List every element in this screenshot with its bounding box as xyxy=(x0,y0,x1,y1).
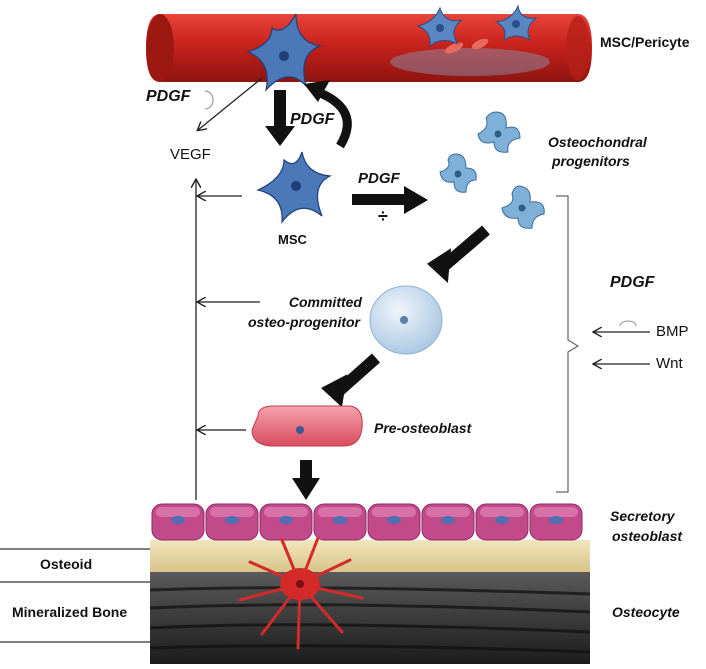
pdgf-top-left-label: PDGF xyxy=(146,88,191,105)
msc-to-progenitors-arrow xyxy=(352,186,428,214)
pdgf-loop-label: PDGF xyxy=(290,111,335,128)
division-sign: ÷ xyxy=(378,206,388,226)
vegf-label: VEGF xyxy=(170,146,211,163)
osteoblast-cell xyxy=(367,503,421,541)
bmp-receptor-mark xyxy=(619,320,637,327)
pdgf-to-vegf-arrow xyxy=(198,77,263,130)
osteochondral-label: Osteochondral xyxy=(548,134,647,150)
osteoblast-cell xyxy=(475,503,529,541)
osteocyte-cell xyxy=(238,536,364,650)
msc-label: MSC xyxy=(278,232,307,247)
mineralized-bone-label: Mineralized Bone xyxy=(12,604,128,620)
secretory-label: Secretory xyxy=(610,508,675,524)
osteo-progenitor-label: osteo-progenitor xyxy=(248,314,360,330)
osteoblast-cell xyxy=(259,503,313,541)
pdgf-middle-label: PDGF xyxy=(358,170,400,187)
bone-layers xyxy=(149,540,591,664)
committed-to-pre-osteoblast-arrow xyxy=(321,353,380,408)
osteochondral-progenitor-cell xyxy=(439,153,477,193)
pdgf-loop-arrow xyxy=(304,80,352,149)
osteochondral-progenitor-cell xyxy=(477,111,521,153)
committed-label: Committed xyxy=(288,294,362,310)
vegf-feedback-arrows xyxy=(196,180,260,500)
progenitors-label: progenitors xyxy=(552,153,630,169)
pre-osteoblast-label: Pre-osteoblast xyxy=(374,420,472,436)
wnt-label: Wnt xyxy=(656,355,683,372)
receptor-circle xyxy=(204,90,214,110)
layer-legend-lines xyxy=(0,548,150,643)
pericyte-cell xyxy=(416,6,463,48)
pre-osteoblast-to-secretory-arrow xyxy=(292,460,320,500)
blood-vessel xyxy=(146,14,592,82)
pdgf-bracket xyxy=(556,195,580,493)
committed-osteo-progenitor-cell xyxy=(369,285,443,355)
bmp-label: BMP xyxy=(656,323,689,340)
osteoblast-cell xyxy=(151,503,205,541)
down-arrow-to-msc xyxy=(265,90,295,146)
pre-osteoblast-cell xyxy=(251,405,363,447)
osteoblast-cell xyxy=(421,503,475,541)
msc-pericyte-cell xyxy=(246,13,323,93)
osteocyte-label: Osteocyte xyxy=(612,604,680,620)
osteoblast-label: osteoblast xyxy=(612,528,683,544)
osteoblast-cell xyxy=(313,503,367,541)
pericyte-cell xyxy=(494,4,538,42)
msc-pericyte-label: MSC/Pericyte xyxy=(600,34,690,50)
secretory-osteoblast-layer xyxy=(151,503,583,541)
osteoid-label: Osteoid xyxy=(40,556,93,572)
msc-cell xyxy=(256,151,333,225)
progenitors-to-committed-arrow xyxy=(427,225,490,284)
pdgf-right-label: PDGF xyxy=(610,274,655,291)
osteoblast-cell xyxy=(205,503,259,541)
osteoblast-cell xyxy=(529,503,583,541)
osteochondral-progenitor-cell xyxy=(501,185,545,229)
